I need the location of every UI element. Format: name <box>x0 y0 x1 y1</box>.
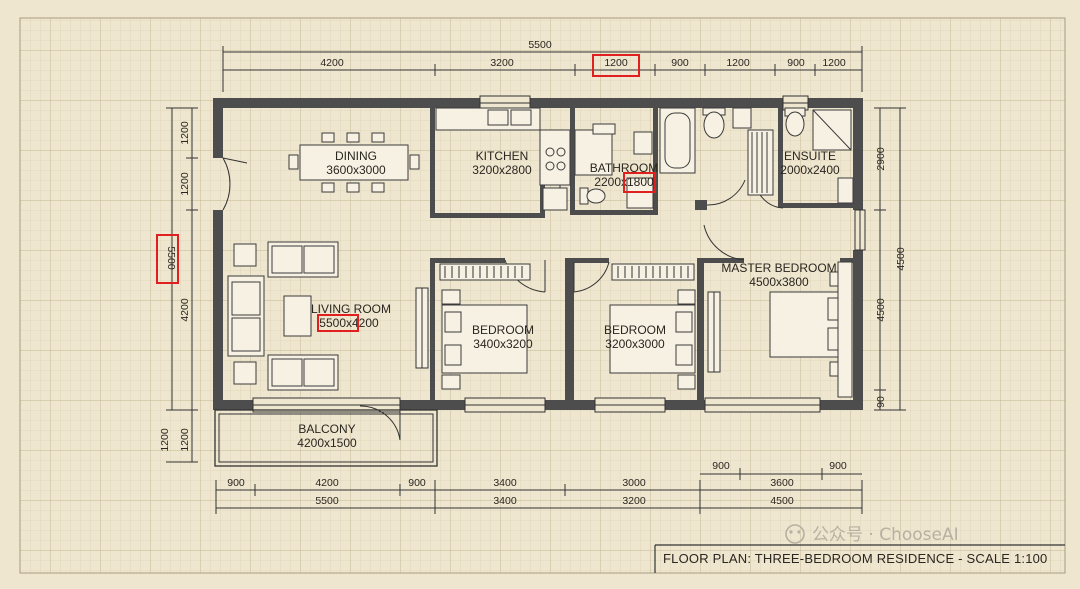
dim-top-3: 1200 <box>604 57 628 69</box>
bedroom-1-furniture <box>439 263 531 390</box>
bathroom-label: BATHROOM <box>590 161 658 175</box>
dim-left-1: 1200 <box>179 121 191 145</box>
highlight-annotations <box>156 54 656 332</box>
dim-left-5: 1200 <box>179 428 191 452</box>
plan-title: FLOOR PLAN: THREE-BEDROOM RESIDENCE - SC… <box>663 551 1048 566</box>
dining-label: DINING <box>335 149 377 163</box>
highlight-top-1200 <box>592 54 640 77</box>
dim-bottom2-1: 5500 <box>315 495 339 507</box>
watermark: 公众号 · ChooseAI <box>785 524 959 545</box>
dim-top-5: 1200 <box>726 57 750 69</box>
balcony-size: 4200x1500 <box>297 436 357 450</box>
balcony-railing <box>214 409 438 467</box>
kitchen-size: 3200x2800 <box>472 163 532 177</box>
dim-top-4: 900 <box>671 57 689 69</box>
dim-right-1: 2900 <box>875 147 887 171</box>
bedroom-2-furniture <box>609 263 696 390</box>
kitchen-fixtures <box>435 107 571 211</box>
dim-right-4: 90 <box>875 396 887 408</box>
bedroom-1-label: BEDROOM <box>472 323 534 337</box>
dim-bottom1-3: 900 <box>408 477 426 489</box>
living-room-label: LIVING ROOM <box>311 302 391 316</box>
highlight-bathroom-1800 <box>623 172 656 193</box>
dim-right-2: 4500 <box>895 247 907 271</box>
dim-bottom1-5: 3000 <box>622 477 646 489</box>
bedroom-2-label: BEDROOM <box>604 323 666 337</box>
ensuite-label: ENSUITE <box>784 149 836 163</box>
dimension-lines <box>166 46 906 514</box>
walls <box>213 98 863 410</box>
dim-top-6: 900 <box>787 57 805 69</box>
highlight-left-5500 <box>156 234 179 284</box>
dim-bottom1-6: 3600 <box>770 477 794 489</box>
dim-bottom1-1: 900 <box>227 477 245 489</box>
bedroom-2-size: 3200x3000 <box>605 337 665 351</box>
dim-bottom1-4: 3400 <box>493 477 517 489</box>
living-room-furniture <box>227 241 339 391</box>
dim-bottom-upper-2: 900 <box>829 460 847 472</box>
dimension-labels: 5500 4200 3200 1200 900 1200 900 1200 55… <box>159 39 907 507</box>
dim-right-3: 4500 <box>875 298 887 322</box>
ensuite-size: 2000x2400 <box>780 163 840 177</box>
dim-bottom1-2: 4200 <box>315 477 339 489</box>
dim-bottom-upper-1: 900 <box>712 460 730 472</box>
dining-table <box>288 132 420 193</box>
watermark-text: 公众号 · ChooseAI <box>812 525 959 545</box>
dim-left-2: 1200 <box>179 172 191 196</box>
living-room-size: 5500x4200 <box>319 316 379 330</box>
dim-top-7: 1200 <box>822 57 846 69</box>
kitchen-label: KITCHEN <box>476 149 529 163</box>
dim-left-total: 5500 <box>165 246 177 270</box>
dim-top-total: 5500 <box>528 39 552 51</box>
dim-top-2: 3200 <box>490 57 514 69</box>
title-block: FLOOR PLAN: THREE-BEDROOM RESIDENCE - SC… <box>654 544 1065 573</box>
bedroom-1-size: 3400x3200 <box>473 337 533 351</box>
highlight-living-size <box>317 314 359 332</box>
dining-size: 3600x3000 <box>326 163 386 177</box>
dim-left-3: 4200 <box>179 298 191 322</box>
balcony-label: BALCONY <box>298 422 355 436</box>
dim-bottom2-4: 4500 <box>770 495 794 507</box>
grid-background <box>20 18 1065 573</box>
dim-bottom2-2: 3400 <box>493 495 517 507</box>
master-bedroom-size: 4500x3800 <box>749 275 809 289</box>
dim-top-1: 4200 <box>320 57 344 69</box>
dim-bottom2-3: 3200 <box>622 495 646 507</box>
master-bedroom-furniture <box>769 261 853 398</box>
ensuite-fixtures <box>659 107 854 204</box>
room-labels: DINING 3600x3000 KITCHEN 3200x2800 BATHR… <box>297 149 840 450</box>
windows <box>252 95 866 413</box>
dim-left-4: 1200 <box>159 428 171 452</box>
master-bedroom-label: MASTER BEDROOM <box>721 261 836 275</box>
